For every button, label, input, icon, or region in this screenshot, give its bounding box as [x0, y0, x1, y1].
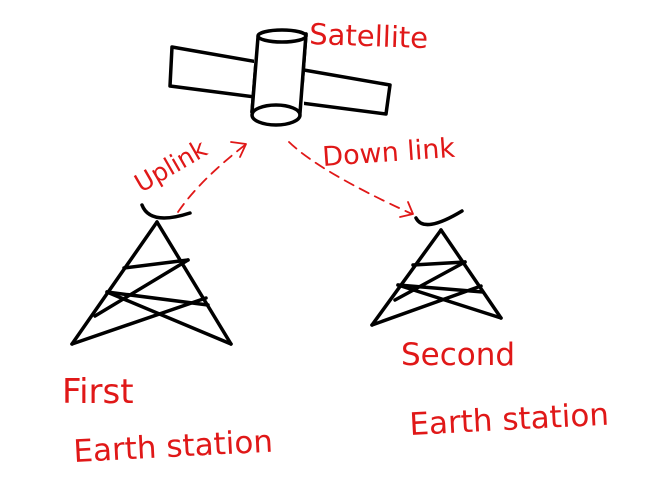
- second-station-label-line1: Second: [401, 337, 515, 373]
- uplink-arrow: [177, 141, 247, 213]
- satellite-solar-panel: [168, 45, 392, 116]
- satellite-label: Satellite: [309, 17, 429, 55]
- first-dish: [140, 203, 192, 220]
- first-station-label-line1: First: [62, 372, 134, 412]
- downlink-label: Down link: [321, 133, 456, 173]
- uplink-label: Uplink: [130, 134, 213, 199]
- satellite-body-bottom: [250, 103, 302, 127]
- satellite-body-top: [256, 28, 308, 44]
- second-earth-station-tower: [370, 209, 503, 327]
- first-earth-station-tower: [70, 203, 233, 346]
- second-dish: [414, 209, 464, 227]
- downlink-arrow: [288, 141, 414, 218]
- satellite: [168, 28, 392, 127]
- first-station-label-line2: Earth station: [73, 424, 274, 470]
- second-station-label-line2: Earth station: [409, 397, 610, 443]
